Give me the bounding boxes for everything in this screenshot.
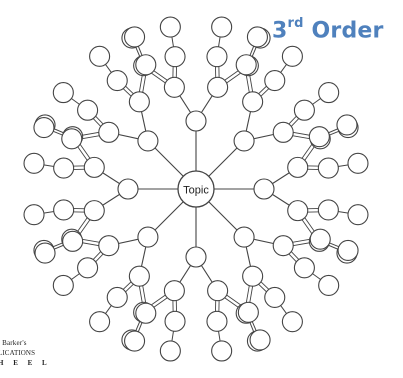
third-order-node bbox=[106, 70, 128, 92]
third-order-node bbox=[264, 70, 286, 92]
credit-line-2: LICATIONS bbox=[0, 349, 36, 357]
third-order-node bbox=[211, 16, 233, 38]
first-order-node bbox=[233, 226, 255, 248]
first-order-node bbox=[233, 130, 255, 152]
second-order-node bbox=[272, 121, 294, 143]
third-order-node bbox=[347, 152, 369, 174]
third-order-node bbox=[159, 340, 181, 362]
third-order-node bbox=[135, 54, 157, 76]
second-order-node bbox=[207, 280, 229, 302]
center-node: Topic bbox=[177, 170, 215, 208]
third-order-node bbox=[159, 16, 181, 38]
third-order-node bbox=[337, 239, 359, 261]
wheel-nodes bbox=[23, 16, 369, 362]
third-order-node bbox=[281, 45, 303, 67]
first-order-node bbox=[185, 110, 207, 132]
third-order-node bbox=[318, 274, 340, 296]
third-order-node bbox=[62, 230, 84, 252]
first-order-node bbox=[117, 178, 139, 200]
second-order-node bbox=[98, 235, 120, 257]
third-order-node bbox=[124, 26, 146, 48]
title-suffix: rd bbox=[287, 16, 304, 31]
third-order-node bbox=[318, 82, 340, 104]
second-order-node bbox=[242, 265, 264, 287]
third-order-node bbox=[293, 99, 315, 121]
second-order-node bbox=[128, 265, 150, 287]
third-order-node bbox=[106, 286, 128, 308]
third-order-node bbox=[124, 330, 146, 352]
third-order-node bbox=[23, 152, 45, 174]
third-order-node bbox=[336, 114, 358, 136]
second-order-node bbox=[128, 91, 150, 113]
center-label: Topic bbox=[183, 185, 209, 197]
third-order-node bbox=[246, 26, 268, 48]
third-order-node bbox=[23, 204, 45, 226]
title-text: Order bbox=[303, 18, 384, 44]
third-order-node bbox=[308, 126, 330, 148]
third-order-node bbox=[53, 199, 75, 221]
third-order-node bbox=[249, 329, 271, 351]
second-order-node bbox=[163, 280, 185, 302]
third-order-node bbox=[135, 302, 157, 324]
title-number: 3 bbox=[272, 18, 288, 44]
publisher-credit: l Barker's LICATIONS H E E L bbox=[0, 338, 68, 368]
third-order-node bbox=[61, 128, 83, 150]
third-order-node bbox=[293, 257, 315, 279]
third-order-node bbox=[317, 199, 339, 221]
first-order-node bbox=[185, 246, 207, 268]
third-order-node bbox=[164, 46, 186, 68]
credit-line-3: H E E L bbox=[0, 359, 51, 367]
third-order-node bbox=[77, 257, 99, 279]
third-order-node bbox=[206, 310, 228, 332]
third-order-node bbox=[34, 242, 56, 264]
second-order-node bbox=[287, 156, 309, 178]
first-order-node bbox=[253, 178, 275, 200]
third-order-node bbox=[347, 204, 369, 226]
diagram-title: 3rd Order bbox=[272, 16, 384, 44]
second-order-node bbox=[163, 76, 185, 98]
third-order-node bbox=[52, 274, 74, 296]
third-order-node bbox=[317, 157, 339, 179]
second-order-node bbox=[83, 156, 105, 178]
second-order-node bbox=[242, 91, 264, 113]
third-order-node bbox=[211, 340, 233, 362]
first-order-node bbox=[137, 226, 159, 248]
third-order-node bbox=[52, 82, 74, 104]
third-order-node bbox=[77, 99, 99, 121]
second-order-node bbox=[207, 76, 229, 98]
third-order-node bbox=[309, 228, 331, 250]
center-circle bbox=[177, 170, 215, 208]
third-order-node bbox=[264, 286, 286, 308]
third-order-node bbox=[33, 117, 55, 139]
third-order-node bbox=[164, 310, 186, 332]
third-order-node bbox=[89, 311, 111, 333]
first-order-node bbox=[137, 130, 159, 152]
third-order-node bbox=[235, 54, 257, 76]
third-order-node bbox=[237, 301, 259, 323]
third-order-node bbox=[53, 157, 75, 179]
second-order-node bbox=[287, 200, 309, 222]
credit-line-1: l Barker's bbox=[0, 339, 27, 347]
third-order-node bbox=[89, 45, 111, 67]
second-order-node bbox=[83, 200, 105, 222]
third-order-node bbox=[206, 46, 228, 68]
second-order-node bbox=[98, 121, 120, 143]
third-order-node bbox=[281, 311, 303, 333]
second-order-node bbox=[272, 235, 294, 257]
